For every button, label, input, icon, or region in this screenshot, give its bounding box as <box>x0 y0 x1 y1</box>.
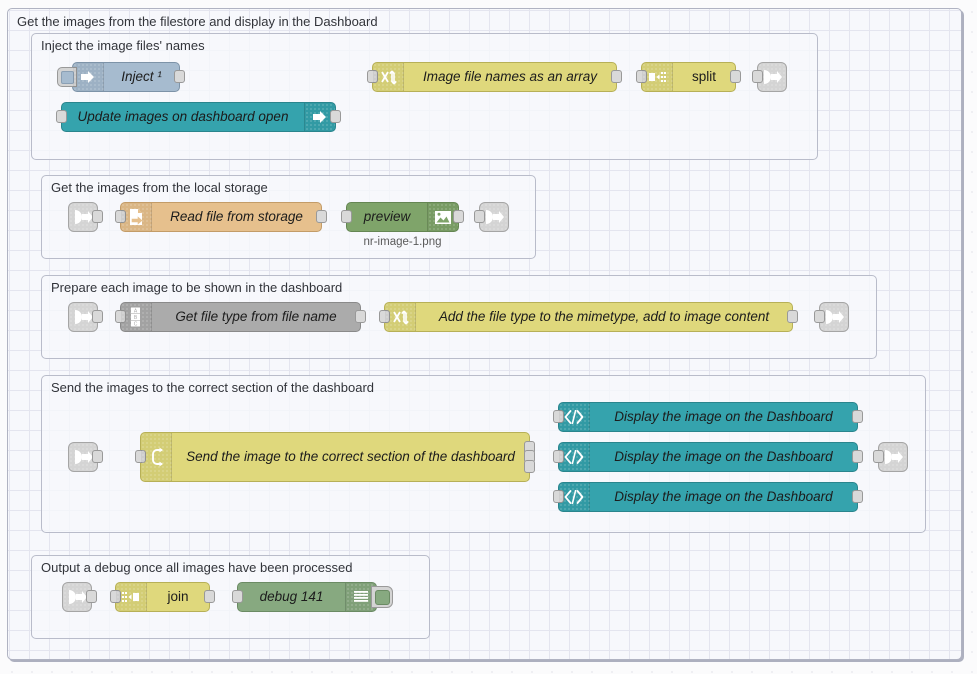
node-join[interactable]: join <box>110 582 215 612</box>
group-inject-names-label: Inject the image files' names <box>41 38 205 53</box>
svg-text:C: C <box>134 321 138 327</box>
port-out[interactable] <box>92 210 103 223</box>
link-in-icon <box>75 310 93 324</box>
port-out[interactable] <box>316 210 327 223</box>
port-in[interactable] <box>474 210 485 223</box>
port-out[interactable] <box>730 70 741 83</box>
node-link-in-4[interactable] <box>68 442 103 472</box>
port-out[interactable] <box>204 590 215 603</box>
port-in[interactable] <box>752 70 763 83</box>
node-inject[interactable]: Inject ¹ <box>57 62 185 92</box>
port-out[interactable] <box>852 410 863 423</box>
node-preview-sublabel: nr-image-1.png <box>363 236 442 248</box>
port-out[interactable] <box>330 110 341 123</box>
group-send-to-section-label: Send the images to the correct section o… <box>51 380 375 395</box>
node-image-file-names[interactable]: Image file names as an array <box>367 62 622 92</box>
link-out-icon <box>885 450 903 464</box>
file-in-icon <box>121 203 152 231</box>
link-out-icon <box>764 70 782 84</box>
node-link-out-2[interactable] <box>474 202 509 232</box>
node-link-in-5[interactable] <box>62 582 97 612</box>
port-out[interactable] <box>355 310 366 323</box>
port-out[interactable] <box>92 450 103 463</box>
port-out[interactable] <box>453 210 464 223</box>
port-out[interactable] <box>852 490 863 503</box>
node-read-file-label: Read file from storage <box>170 210 303 224</box>
node-display-3[interactable]: Display the image on the Dashboard <box>553 482 863 512</box>
node-inject-label: Inject ¹ <box>121 70 162 84</box>
group-outer-label: Get the images from the filestore and di… <box>17 14 378 29</box>
group-local-storage-label: Get the images from the local storage <box>51 180 268 195</box>
port-out[interactable] <box>86 590 97 603</box>
node-image-file-names-label: Image file names as an array <box>422 70 598 84</box>
change-icon <box>385 303 416 331</box>
port-in[interactable] <box>873 450 884 463</box>
node-link-in-2[interactable] <box>68 202 103 232</box>
group-inject-names[interactable]: Inject the image files' names <box>31 33 818 160</box>
node-display-1-label: Display the image on the Dashboard <box>614 410 833 424</box>
ui-template-code-icon <box>559 483 590 511</box>
node-display-3-label: Display the image on the Dashboard <box>614 490 833 504</box>
port-in[interactable] <box>341 210 352 223</box>
debug-lines-icon <box>345 583 376 611</box>
port-in[interactable] <box>814 310 825 323</box>
ui-template-code-icon <box>559 403 590 431</box>
svg-text:A: A <box>134 308 138 314</box>
node-read-file[interactable]: Read file from storage <box>115 202 327 232</box>
node-display-2[interactable]: Display the image on the Dashboard <box>553 442 863 472</box>
port-out[interactable] <box>174 70 185 83</box>
split-icon <box>642 63 673 91</box>
port-in[interactable] <box>56 110 67 123</box>
link-out-icon <box>486 210 504 224</box>
port-in[interactable] <box>232 590 243 603</box>
node-update-images-label: Update images on dashboard open <box>77 110 289 124</box>
node-display-1[interactable]: Display the image on the Dashboard <box>553 402 863 432</box>
port-out[interactable] <box>92 310 103 323</box>
node-split-label: split <box>691 70 716 84</box>
node-link-in-3[interactable] <box>68 302 103 332</box>
port-out[interactable] <box>787 310 798 323</box>
group-debug-output-label: Output a debug once all images have been… <box>41 560 353 575</box>
link-out-icon <box>826 310 844 324</box>
node-preview[interactable]: preview <box>341 202 464 232</box>
node-get-file-type-label: Get file type from file name <box>175 310 337 324</box>
node-display-2-label: Display the image on the Dashboard <box>614 450 833 464</box>
group-prepare-image-label: Prepare each image to be shown in the da… <box>51 280 343 295</box>
node-add-file-type[interactable]: Add the file type to the mimetype, add t… <box>379 302 798 332</box>
join-icon <box>116 583 147 611</box>
node-link-out-4[interactable] <box>873 442 908 472</box>
ui-template-code-icon <box>559 443 590 471</box>
inject-arrow-icon <box>73 63 104 91</box>
change-icon <box>373 63 404 91</box>
node-send-image-switch[interactable]: Send the image to the correct section of… <box>135 432 535 482</box>
node-link-out-1[interactable] <box>752 62 787 92</box>
port-out-3[interactable] <box>524 460 535 473</box>
node-debug[interactable]: debug 141 <box>232 582 393 612</box>
debug-enable-toggle[interactable] <box>371 586 393 608</box>
node-send-image-switch-label: Send the image to the correct section of… <box>186 450 515 464</box>
port-out[interactable] <box>611 70 622 83</box>
image-preview-icon <box>427 203 458 231</box>
node-update-images[interactable]: Update images on dashboard open <box>56 102 341 132</box>
node-debug-label: debug 141 <box>259 590 324 604</box>
abc-string-icon: A B C <box>121 303 152 331</box>
ui-control-arrow-icon <box>304 103 335 131</box>
switch-icon <box>141 433 172 481</box>
node-join-label: join <box>167 590 189 604</box>
node-link-out-3[interactable] <box>814 302 849 332</box>
node-split[interactable]: split <box>636 62 741 92</box>
link-in-icon <box>75 450 93 464</box>
link-in-icon <box>69 590 87 604</box>
node-add-file-type-label: Add the file type to the mimetype, add t… <box>438 310 770 324</box>
node-get-file-type[interactable]: A B C Get file type from file name <box>115 302 366 332</box>
node-preview-label: preview <box>363 210 411 224</box>
port-out[interactable] <box>852 450 863 463</box>
link-in-icon <box>75 210 93 224</box>
svg-text:B: B <box>134 315 138 321</box>
